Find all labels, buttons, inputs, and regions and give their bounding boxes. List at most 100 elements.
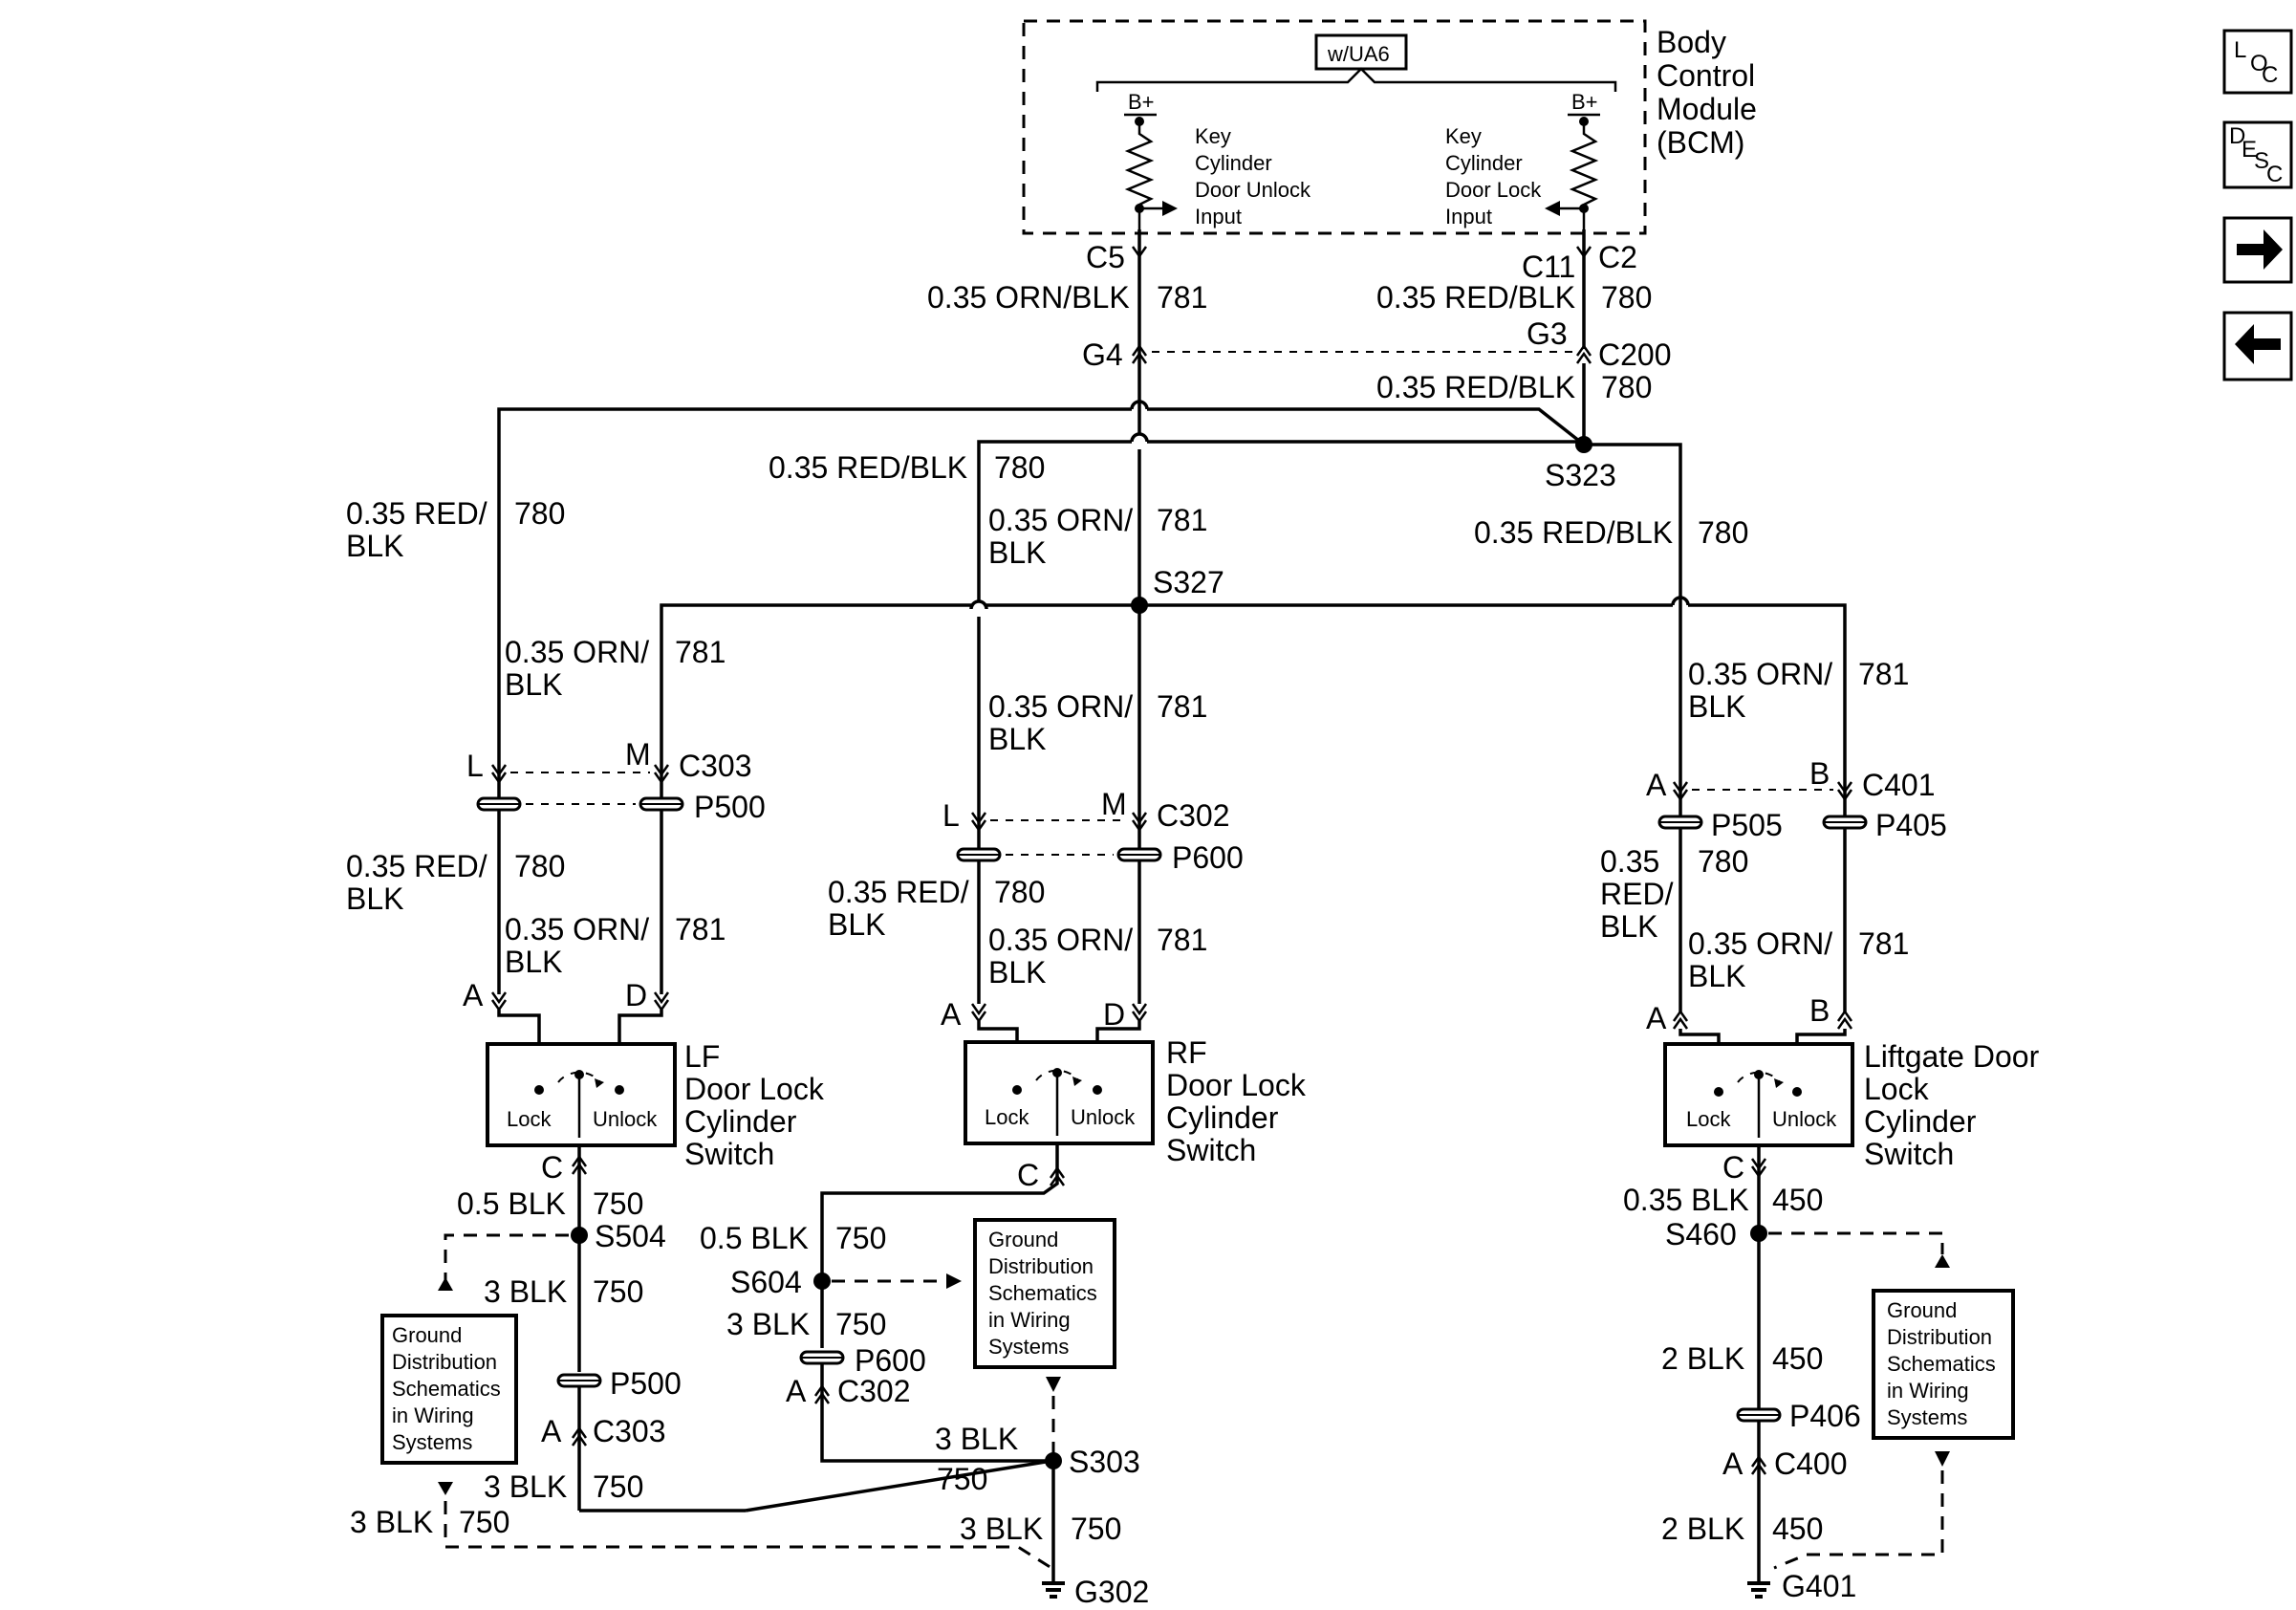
lg-780-color2: RED/ [1600,877,1674,911]
lf-ground-ref[interactable] [380,1314,518,1465]
rf-780-color1: 0.35 RED/ [828,875,969,909]
lf-pin-c: C [541,1150,563,1185]
bplus-right: B+ [1571,90,1598,114]
rf-blk05: 0.5 BLK [700,1221,809,1255]
prev-button[interactable] [2222,311,2293,381]
rf-title-4: Switch [1166,1133,1256,1167]
bcm-title-3: Module [1657,92,1757,126]
rf-gref-3: Schematics [988,1281,1097,1305]
wire-780-center-color: 0.35 RED/BLK [769,450,967,485]
lf-780-num: 780 [514,849,565,883]
loc-button[interactable]: L O C [2222,29,2293,95]
rf-gref-4: in Wiring [988,1308,1071,1332]
lf-c303: C303 [679,749,752,783]
lg-p405: P405 [1875,808,1947,842]
wire-781-top-num: 781 [1157,280,1207,315]
lock-input-4: Input [1445,205,1492,228]
bplus-left: B+ [1128,90,1155,114]
lg-c400: C400 [1774,1447,1848,1481]
wire-780-mid-color: 0.35 RED/BLK [1376,370,1575,404]
wire-781-center-color2: BLK [988,535,1046,570]
wire-780-left-num: 780 [514,496,565,531]
loc-icon-c: C [2262,62,2278,88]
lf-pin-a: A [463,978,484,1012]
lg-c401: C401 [1862,768,1936,802]
conn-c2: C2 [1598,240,1637,274]
rf-p600b: P600 [855,1343,926,1378]
lf-branch: 0.35 ORN/ BLK 781 L M C303 P500 0.35 RED… [346,635,1052,1570]
rf-ground-ref[interactable] [973,1218,1116,1369]
lg-ground-ref[interactable] [1872,1289,2015,1440]
lf-750a: 750 [593,1186,643,1221]
wire-781-top-color: 0.35 ORN/BLK [927,280,1130,315]
lf-gref-3: Schematics [392,1377,501,1401]
label-s504: S504 [595,1219,666,1253]
conn-c200: C200 [1598,337,1672,372]
lf-title-2: Door Lock [684,1072,825,1106]
bcm-module: Body Control Module (BCM) w/UA6 B+ Key C… [1022,19,1757,235]
lg-780-num: 780 [1698,844,1748,879]
wire-780-left-color1: 0.35 RED/ [346,496,487,531]
unlock-input-3: Door Unlock [1195,178,1311,202]
unlock-input-4: Input [1195,205,1242,228]
rf-750c: 750 [937,1462,987,1496]
rf-unlock-label: Unlock [1071,1105,1136,1129]
lf-pin-d: D [625,978,647,1012]
lg-gref-2: Distribution [1887,1325,1992,1349]
label-s303: S303 [1069,1445,1140,1479]
wire-780-center-num: 780 [994,450,1045,485]
lf-gref-1: Ground [392,1323,462,1347]
lf-gref-4: in Wiring [392,1403,474,1427]
conn-c5: C5 [1086,240,1125,274]
lg-781-color2: BLK [1688,689,1745,724]
lg-pin-a2: A [1646,1001,1667,1035]
rf-781b-color1: 0.35 ORN/ [988,923,1133,957]
lf-pin-m: M [625,737,651,772]
unlock-input-2: Cylinder [1195,151,1272,175]
lg-title-3: Cylinder [1864,1104,1977,1139]
wire-780-mid-num: 780 [1601,370,1652,404]
rf-pin-a: A [941,997,962,1032]
rf-lock-label: Lock [985,1105,1029,1129]
rf-750d: 750 [1071,1512,1121,1546]
rf-750b: 750 [835,1307,886,1341]
lf-blk3b: 3 BLK [484,1469,567,1504]
lf-pin-l: L [466,749,484,783]
rf-switch [964,1040,1155,1145]
wire-781-center-color1: 0.35 ORN/ [988,503,1133,537]
lg-780-color1: 0.35 [1600,844,1659,879]
lf-blk3c: 3 BLK [350,1505,433,1539]
lg-pin-a3: A [1722,1447,1744,1481]
rf-blk3c: 3 BLK [960,1512,1043,1546]
loc-icon-o: O [2250,51,2268,76]
desc-button[interactable]: D E S C [2222,120,2293,189]
lg-title-4: Switch [1864,1137,1954,1171]
wires [497,229,1847,822]
lg-gref-4: in Wiring [1887,1379,1969,1403]
lg-780-color3: BLK [1600,909,1657,944]
lf-title-3: Cylinder [684,1104,797,1139]
lg-p406: P406 [1789,1399,1861,1433]
desc-icon-d: D [2229,123,2245,149]
rf-781-color2: BLK [988,722,1046,756]
loc-icon: L [2234,37,2246,63]
top-labels: C5 C11 C2 0.35 ORN/BLK 781 0.35 RED/BLK … [346,240,1748,614]
lg-781-color1: 0.35 ORN/ [1688,657,1832,691]
lf-750b: 750 [593,1274,643,1309]
lf-title-1: LF [684,1039,720,1074]
desc-icon-s: S [2254,148,2269,174]
rf-780-num: 780 [994,875,1045,909]
lg-blk2a: 2 BLK [1661,1341,1744,1376]
next-button[interactable] [2222,216,2293,284]
lf-p500b: P500 [610,1366,682,1401]
lg-gref-3: Schematics [1887,1352,1996,1376]
ground-symbol-g302 [1042,1581,1065,1599]
rf-c302b: C302 [837,1374,911,1408]
lf-781b-num: 781 [675,912,726,946]
lf-781-num: 781 [675,635,726,669]
lf-pin-a2: A [541,1414,562,1448]
rf-gref-2: Distribution [988,1254,1094,1278]
rf-781b-color2: BLK [988,955,1046,990]
lg-781b-color2: BLK [1688,959,1745,993]
splice-s604 [813,1273,831,1290]
